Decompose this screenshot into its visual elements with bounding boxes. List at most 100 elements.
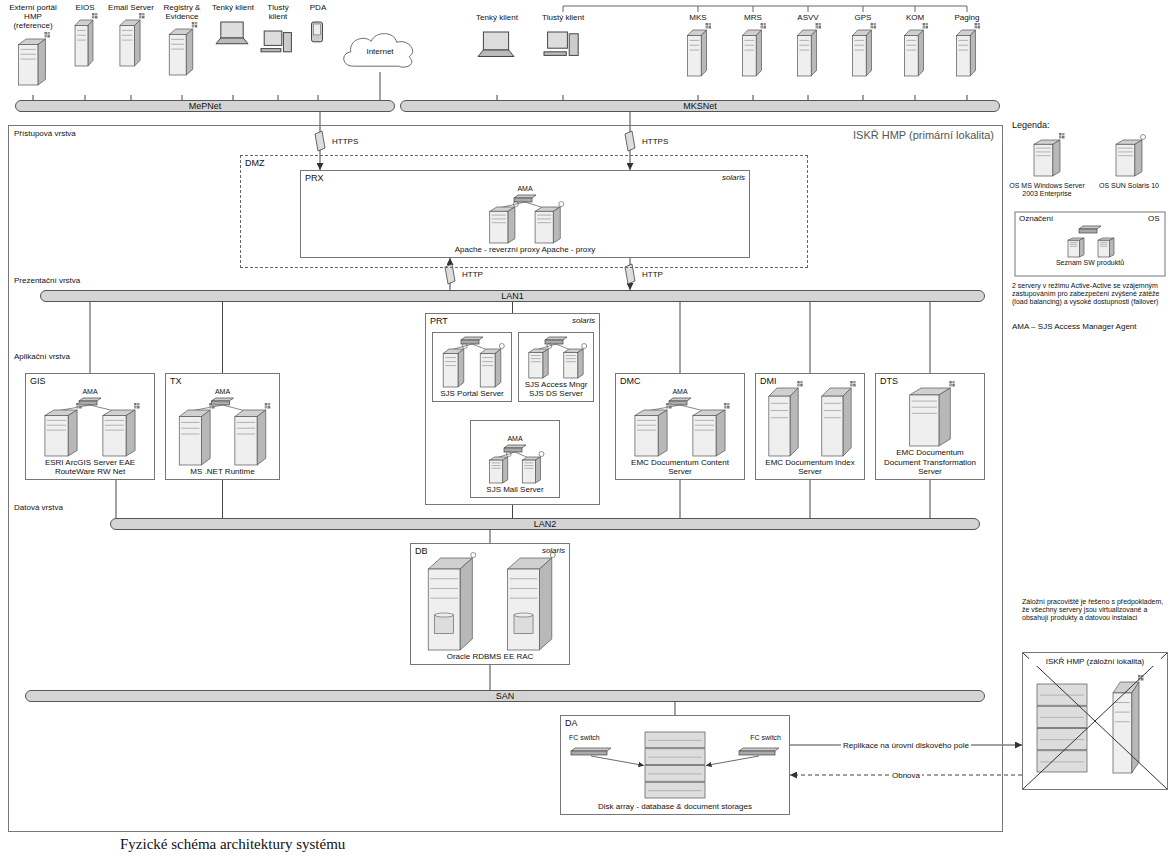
client-device: Tenký klient <box>212 2 254 95</box>
windows-mark <box>265 403 268 406</box>
node-graphic <box>893 12 935 93</box>
connector <box>490 665 491 690</box>
server-slot <box>492 462 501 463</box>
node-graphic <box>561 716 789 814</box>
disk-shelf <box>645 749 705 765</box>
disk-body <box>435 615 454 633</box>
node-label: DMC <box>620 376 641 386</box>
node-label: ISKŘ HMP (záložní lokalita) <box>1029 657 1161 666</box>
windows-mark <box>134 406 137 409</box>
windows-mark <box>764 23 767 26</box>
node-graphic <box>301 171 749 257</box>
disk-shelf <box>645 766 705 782</box>
disk-shelf <box>1037 684 1087 705</box>
product-label: SJS Access Mngr SJS DS Server <box>523 380 589 398</box>
product-label: MS .NET Runtime <box>170 467 275 476</box>
windows-mark <box>978 26 981 29</box>
server-front <box>490 211 508 243</box>
server-device: Email Server <box>108 2 154 95</box>
windows-mark <box>76 403 79 406</box>
server-slot <box>181 428 199 429</box>
node-label: DTS <box>880 376 898 386</box>
server-slot <box>771 403 788 404</box>
server-side <box>553 207 560 243</box>
windows-mark <box>800 381 803 384</box>
product-label: Apache - reverzní proxy Apache - proxy <box>305 245 745 254</box>
server-front <box>1113 693 1132 773</box>
server-front <box>19 45 38 85</box>
server-slot <box>237 422 255 423</box>
windows-mark <box>952 381 955 384</box>
layer-label: Přístupová vrstva <box>14 129 134 138</box>
layer-label: Datová vrstva <box>14 503 134 512</box>
server-slot <box>47 425 66 426</box>
fc-link <box>591 756 644 766</box>
windows-mark <box>209 403 212 406</box>
server-slot <box>492 465 501 466</box>
node-label: PDA <box>302 3 334 12</box>
server-side <box>460 558 472 650</box>
windows-mark <box>47 35 50 38</box>
server-slot <box>1118 155 1133 156</box>
server-front <box>103 416 126 456</box>
windows-mark <box>761 26 764 29</box>
windows-mark <box>669 406 672 409</box>
solaris-mark <box>559 202 564 207</box>
network-band: MKSNet <box>400 100 1000 112</box>
server-slot <box>445 357 456 358</box>
node-label: Registry & Evidence <box>156 3 208 21</box>
note-text: Záložní pracoviště je řešeno s předpokla… <box>1022 598 1168 622</box>
node-graphic <box>108 2 152 93</box>
server-slot <box>689 40 699 41</box>
server-front <box>1098 240 1110 257</box>
server-side <box>811 30 816 76</box>
server-slot <box>958 50 968 51</box>
connector <box>810 480 811 518</box>
switch-top <box>514 195 536 198</box>
windows-mark <box>871 23 874 26</box>
windows-mark <box>195 25 198 28</box>
windows-mark <box>761 23 764 26</box>
server-slot <box>744 50 754 51</box>
disk-shelf-slot <box>1040 695 1084 696</box>
server-front <box>443 354 458 387</box>
server-slot <box>492 218 506 219</box>
server-slot <box>912 413 937 414</box>
connector-label: HTTP <box>640 270 665 279</box>
legend-text: OS MS Windows Server 2003 Enterprise <box>1008 182 1086 198</box>
disk-shelf <box>645 782 705 798</box>
server-slot <box>906 45 916 46</box>
layer-label: Prezentační vrstva <box>14 276 134 285</box>
windows-mark <box>853 384 856 387</box>
node-label: Tenký klient <box>474 13 520 22</box>
windows-mark <box>819 26 822 29</box>
node-label: GIS <box>30 376 46 386</box>
server-slot <box>637 425 656 426</box>
node-label: TX <box>170 376 182 386</box>
windows-mark <box>978 23 981 26</box>
windows-mark <box>727 403 730 406</box>
windows-mark <box>137 403 140 406</box>
server-slot <box>566 361 576 362</box>
solaris-mark <box>547 344 552 349</box>
server-slot <box>854 45 864 46</box>
node-label: LAN1 <box>41 291 984 301</box>
server-device: Externí portál HMP (reference) <box>4 2 62 95</box>
server-side <box>126 410 135 456</box>
server-group: DMCAMAEMC Documentum Content Server <box>615 373 745 480</box>
node-label: DA <box>565 718 578 728</box>
server-slot <box>430 578 458 579</box>
server-slot <box>1118 148 1133 149</box>
server-slot <box>524 465 533 466</box>
windows-mark <box>819 23 822 26</box>
server-side <box>970 30 975 76</box>
server-group: GISAMAESRI ArcGIS Server EAE RouteWare R… <box>25 373 155 480</box>
server-slot <box>47 420 66 421</box>
node-graphic <box>786 12 828 93</box>
server-slot <box>537 222 551 223</box>
windows-mark <box>923 26 926 29</box>
switch-top <box>461 337 483 340</box>
group-bracket <box>563 6 967 12</box>
connector <box>512 505 513 518</box>
server-side <box>186 29 193 75</box>
